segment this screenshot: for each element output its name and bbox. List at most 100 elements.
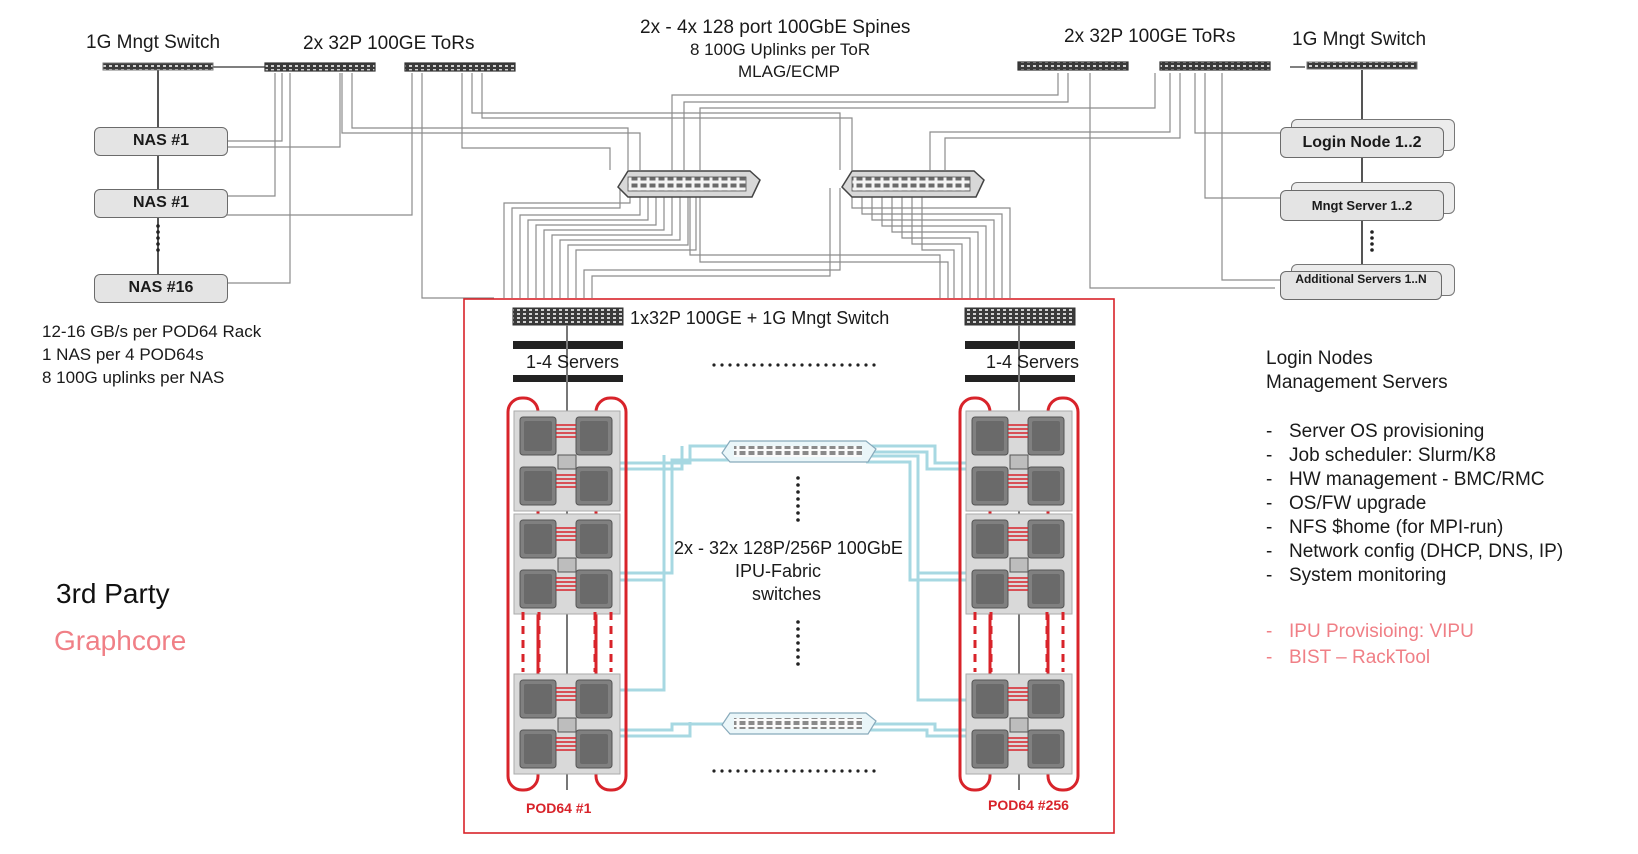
ipu-chip-core [580, 524, 608, 554]
nas-note-2: 1 NAS per 4 POD64s [42, 345, 204, 364]
nas-box-1: NAS #1 [94, 127, 228, 156]
dot [792, 769, 796, 773]
dot [796, 648, 800, 652]
left-tor-switch-1 [264, 62, 376, 72]
spine-switch-2 [841, 170, 985, 198]
nas-box-2: NAS #1 [94, 189, 228, 218]
left-tor-switch-2 [404, 62, 516, 72]
login-node-box: Login Node 1..2 [1280, 127, 1444, 158]
dot [796, 655, 800, 659]
ipu-fabric-links [580, 444, 1005, 738]
dot [796, 483, 800, 487]
dot [156, 236, 160, 240]
dot [156, 242, 160, 246]
dot [720, 769, 724, 773]
pod-tor-label: 1x32P 100GE + 1G Mngt Switch [630, 308, 890, 328]
spines-protocol: MLAG/ECMP [738, 62, 841, 81]
gateway-chip [557, 717, 577, 733]
dot [728, 769, 732, 773]
dot [796, 641, 800, 645]
right-mgmt-switch-label: 1G Mngt Switch [1292, 29, 1427, 50]
pod-servers-label-right: 1-4 Servers [986, 352, 1080, 372]
spines-title: 2x - 4x 128 port 100GbE Spines [640, 17, 911, 38]
legend-graphcore: Graphcore [54, 625, 187, 656]
dot [864, 363, 868, 367]
dot [848, 769, 852, 773]
gateway-chip [1009, 454, 1029, 470]
dot [796, 476, 800, 480]
pod-last-label: POD64 #256 [988, 797, 1069, 813]
dot [800, 363, 804, 367]
right-mgmt-switch [1306, 61, 1418, 70]
dot [156, 224, 160, 228]
nas-box-16: NAS #16 [94, 274, 228, 303]
dot [728, 363, 732, 367]
dot [768, 769, 772, 773]
dot [808, 363, 812, 367]
dot [1370, 248, 1374, 252]
pod-first-label: POD64 #1 [526, 800, 592, 816]
ipu-chip-core [976, 524, 1004, 554]
mgmt-server-box: Mngt Server 1..2 [1280, 190, 1444, 221]
ipu-chip-core [580, 471, 608, 501]
ipu-chip-core [524, 524, 552, 554]
dot [752, 363, 756, 367]
dot [156, 230, 160, 234]
dot [744, 363, 748, 367]
ipu-chip-core [1032, 421, 1060, 451]
dot [840, 769, 844, 773]
dot [776, 363, 780, 367]
spine-switch-1 [617, 170, 761, 198]
dot [856, 363, 860, 367]
dot [796, 627, 800, 631]
right-tor-switch-2 [1159, 61, 1271, 71]
pod-area-border [463, 298, 1115, 834]
dot [796, 634, 800, 638]
pod64-rack-first [506, 325, 628, 792]
dot [848, 363, 852, 367]
dot [872, 769, 876, 773]
dot [824, 363, 828, 367]
nas-note-1: 12-16 GB/s per POD64 Rack [42, 322, 262, 341]
ipu-chip-core [580, 574, 608, 604]
dot [1370, 236, 1374, 240]
dot [816, 769, 820, 773]
fabric-label-line1: 2x - 32x 128P/256P 100GbE [674, 538, 903, 558]
dot [752, 769, 756, 773]
fabric-label-line2: IPU-Fabric [735, 561, 822, 581]
dot [768, 363, 772, 367]
ipu-chip-core [976, 734, 1004, 764]
dot [796, 490, 800, 494]
dot [832, 769, 836, 773]
fabric-switch-top [721, 440, 877, 463]
ipu-chip-core [976, 471, 1004, 501]
dot [744, 769, 748, 773]
right-tor-switch-1 [1017, 61, 1129, 71]
dot [760, 769, 764, 773]
dot [796, 504, 800, 508]
gateway-chip [1009, 717, 1029, 733]
dot [736, 769, 740, 773]
gateway-chip [1009, 557, 1029, 573]
dot [712, 363, 716, 367]
dot [840, 363, 844, 367]
dot [760, 363, 764, 367]
spines-subtitle: 8 100G Uplinks per ToR [690, 40, 871, 59]
dot [796, 620, 800, 624]
ipu-chip-core [1032, 524, 1060, 554]
pod64-rack-last [958, 325, 1080, 792]
dot [720, 363, 724, 367]
ipu-chip-core [1032, 734, 1060, 764]
right-tors-label: 2x 32P 100GE ToRs [1064, 26, 1236, 47]
dot [712, 769, 716, 773]
fabric-switch-bottom [721, 712, 877, 735]
dot [1370, 230, 1374, 234]
additional-servers-box: Additional Servers 1..N [1280, 271, 1442, 300]
dot [796, 662, 800, 666]
dot [1370, 242, 1374, 246]
dotted-separators [156, 224, 1374, 773]
dot [796, 497, 800, 501]
left-mgmt-switch-label: 1G Mngt Switch [86, 32, 221, 53]
pod-servers-label-left: 1-4 Servers [526, 352, 620, 372]
ipu-chip-core [976, 421, 1004, 451]
